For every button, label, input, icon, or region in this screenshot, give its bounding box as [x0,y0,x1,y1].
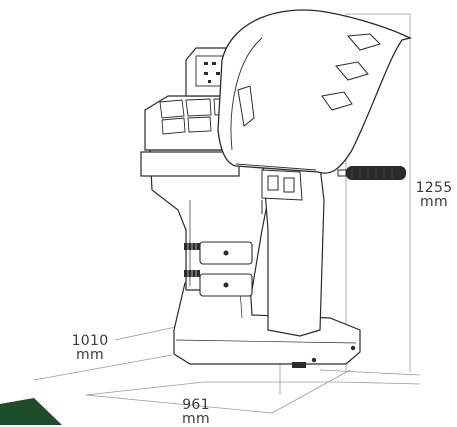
depth-unit: mm [76,347,104,363]
hood-handle [337,166,406,180]
width-unit: mm [182,411,210,427]
height-dimension-label: 1255 mm [414,181,454,209]
width-dimension-label: 961 mm [176,398,216,426]
depth-dimension-label: 1010 mm [70,334,110,362]
threaded-pins [184,243,200,277]
height-unit: mm [420,194,448,210]
brand-corner-band [0,398,62,425]
height-value: 1255 [415,180,453,196]
depth-value: 1010 [71,333,109,349]
machine-base [173,282,361,368]
width-value: 961 [182,397,210,413]
wheel-guard [217,9,412,174]
shaft-flange [261,169,303,214]
